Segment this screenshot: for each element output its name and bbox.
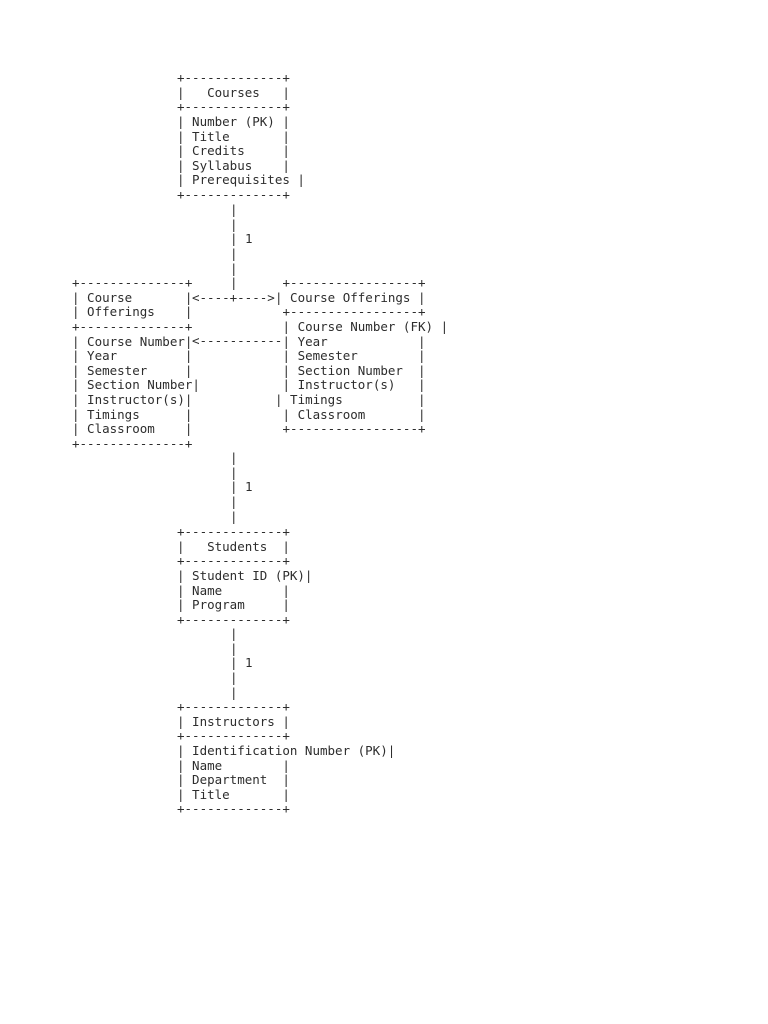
connector-students-to-instructors: | | | 1 | | — [230, 626, 253, 700]
entity-box-courses: +-------------+ | Courses | +-----------… — [177, 70, 305, 202]
entity-box-students: +-------------+ | Students | +----------… — [177, 524, 313, 627]
relationship-arrow-foreign-key: <----------- — [192, 333, 283, 348]
entity-box-course-offerings-left: +--------------+ | Course | | Offerings … — [72, 275, 200, 451]
entity-box-instructors: +-------------+ | Instructors | +-------… — [177, 699, 396, 817]
entity-box-course-offerings-right: +-----------------+ | Course Offerings |… — [275, 275, 449, 437]
connector-offerings-to-students: | | | 1 | | — [230, 450, 253, 524]
connector-courses-to-offerings: | | | 1 | | | — [230, 202, 253, 291]
relationship-arrow-bidirectional: <----+----> — [192, 290, 275, 305]
